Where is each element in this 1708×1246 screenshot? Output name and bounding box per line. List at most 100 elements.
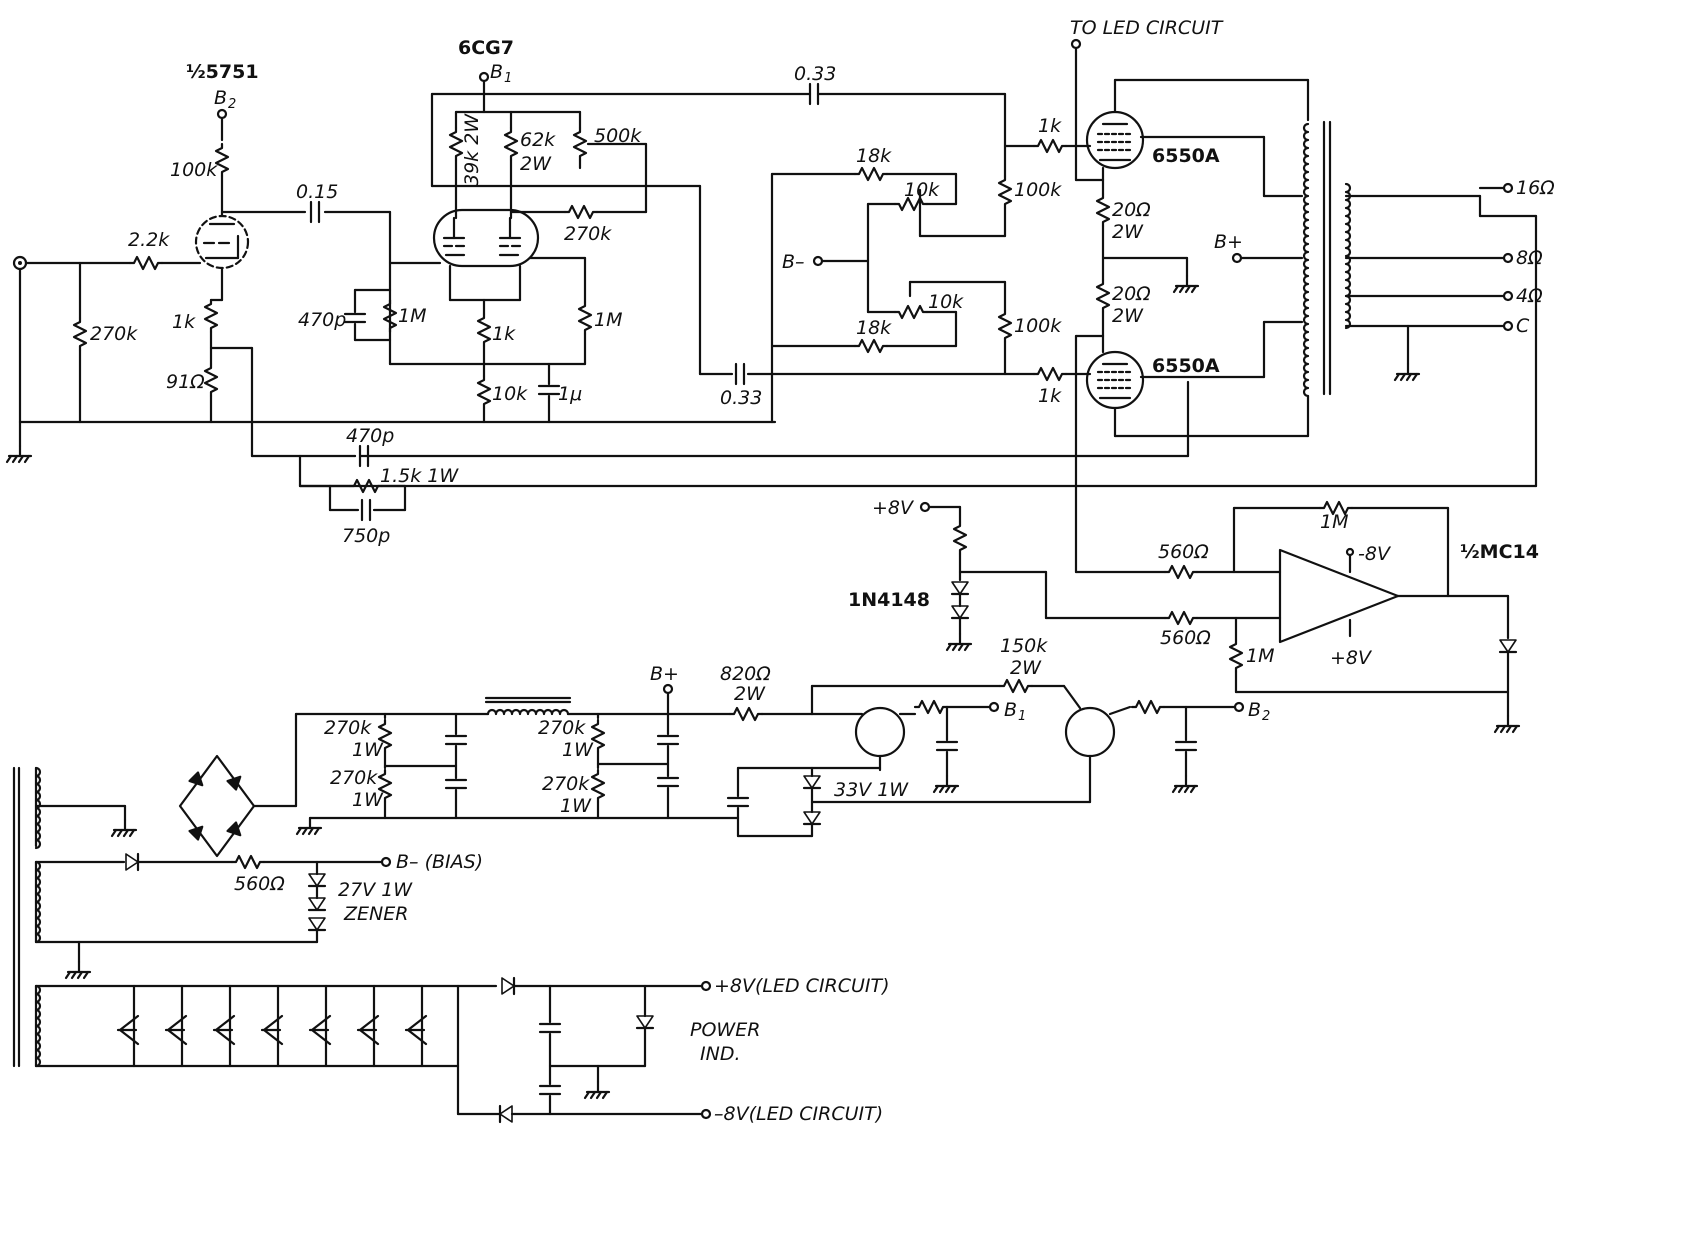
pot10k-a-label: 10k: [904, 179, 940, 201]
switch-5: [356, 1014, 380, 1046]
r100k-c-label: 100k: [1014, 315, 1062, 337]
r820-w-label: 2W: [734, 683, 766, 705]
switch-2: [212, 1014, 236, 1046]
r560-b-label: 560Ω: [1160, 627, 1211, 649]
z33-label: 33V 1W: [834, 779, 909, 801]
r1k-g2-label: 1k: [1038, 385, 1062, 407]
bridge-diode-2: [188, 825, 204, 841]
r20-b-label: 20Ω: [1112, 283, 1151, 305]
out-8-label: 8Ω: [1516, 247, 1543, 269]
driver-stage: [343, 71, 812, 424]
r100k-b-label: 100k: [1014, 179, 1062, 201]
r91-label: 91Ω: [166, 371, 205, 393]
c470p-fb-label: 470p: [346, 425, 394, 447]
r20-b-w-label: 2W: [1112, 305, 1144, 327]
choke-winding: [486, 708, 570, 716]
tube-6550a-bottom-label: 6550A: [1152, 355, 1220, 377]
c750p-label: 750p: [342, 525, 390, 547]
out-c-label: C: [1516, 315, 1530, 337]
to-led-label: TO LED CIRCUIT: [1070, 17, 1224, 39]
r1k-g1-label: 1k: [1038, 115, 1062, 137]
ps-r3w-label: 1W: [562, 739, 594, 761]
b1-out-sub: 1: [1018, 709, 1026, 724]
ps-r1w-label: 1W: [352, 739, 384, 761]
led-switch-bank: [116, 984, 428, 1068]
ps-winding-3: [34, 984, 42, 1068]
c033-bot-label: 0.33: [720, 387, 762, 409]
r1k-a-label: 1k: [172, 311, 196, 333]
b-plus-ps-label: B+: [650, 663, 679, 685]
ps-r4-label: 270k: [542, 773, 590, 795]
b2-label: B: [214, 87, 227, 109]
tube-5751-label: ½5751: [186, 61, 259, 83]
out-16-label: 16Ω: [1516, 177, 1555, 199]
r18k-a-label: 18k: [856, 145, 892, 167]
pot10k-b-label: 10k: [928, 291, 964, 313]
tube-6cg7-label: 6CG7: [458, 37, 514, 59]
r100k-a-label: 100k: [170, 159, 218, 181]
feedback-network: [298, 444, 407, 522]
tube-6550a-top-label: 6550A: [1152, 145, 1220, 167]
r22k-label: 2.2k: [128, 229, 170, 251]
diode-1n4148-label: 1N4148: [848, 589, 930, 611]
r1m-gnd-label: 1M: [1246, 645, 1274, 667]
r560-a-label: 560Ω: [1158, 541, 1209, 563]
power-supply: [12, 678, 1245, 1124]
output-stage: [298, 38, 1538, 574]
c033-top-label: 0.33: [794, 63, 836, 85]
ps-r1-label: 270k: [324, 717, 372, 739]
switch-0: [116, 1014, 140, 1046]
r1k-b-label: 1k: [492, 323, 516, 345]
r1m-fb-label: 1M: [1320, 511, 1348, 533]
r820-label: 820Ω: [720, 663, 771, 685]
ps-r4w-label: 1W: [560, 795, 592, 817]
r270k-b-label: 270k: [564, 223, 612, 245]
power-transformer: [34, 766, 42, 1068]
r20-a-label: 20Ω: [1112, 199, 1151, 221]
b-minus-label: B–: [782, 251, 805, 273]
ps-winding-1: [34, 766, 42, 850]
r39k-label: 39k 2W: [461, 113, 483, 186]
led-driver: [919, 500, 1521, 734]
b2-out-label: B: [1248, 699, 1261, 721]
ps-winding-2: [34, 860, 42, 944]
r18k-b-label: 18k: [856, 317, 892, 339]
switch-6: [404, 1014, 428, 1046]
led-minus-label: –8V(LED CIRCUIT): [714, 1103, 883, 1125]
r20-a-w-label: 2W: [1112, 221, 1144, 243]
opamp-label: ½MC14: [1460, 541, 1539, 563]
r62k-w-label: 2W: [520, 153, 552, 175]
opamp-plus8v-label: +8V: [1330, 647, 1373, 669]
r62k-label: 62k: [520, 129, 556, 151]
switch-3: [260, 1014, 284, 1046]
plus8v-label: +8V: [872, 497, 915, 519]
r10k-label: 10k: [492, 383, 528, 405]
out-4-label: 4Ω: [1516, 285, 1543, 307]
b1-sub: 1: [504, 71, 512, 86]
opamp-minus8v-label: -8V: [1358, 543, 1392, 565]
output-transformer: [1302, 122, 1352, 398]
power-ind-label-2: IND.: [700, 1043, 741, 1065]
led-plus-label: +8V(LED CIRCUIT): [714, 975, 890, 997]
ps-r2-label: 270k: [330, 767, 378, 789]
bridge-diode-3: [226, 821, 242, 837]
switch-4: [308, 1014, 332, 1046]
power-ind-label: POWER: [690, 1019, 760, 1041]
b1-label: B: [490, 61, 503, 83]
b1-out-label: B: [1004, 699, 1017, 721]
bias-label: B– (BIAS): [396, 851, 483, 873]
bridge-diode-1: [226, 775, 242, 791]
primary-winding: [1302, 122, 1310, 398]
r560-bias-label: 560Ω: [234, 873, 285, 895]
b-plus-out-label: B+: [1214, 231, 1243, 253]
ps-r2w-label: 1W: [352, 789, 384, 811]
secondary-winding: [1344, 182, 1352, 330]
c1u-label: 1μ: [558, 383, 582, 405]
r150k-w-label: 2W: [1010, 657, 1042, 679]
r1m-a-label: 1M: [398, 305, 426, 327]
c015-label: 0.15: [296, 181, 338, 203]
r150k-label: 150k: [1000, 635, 1048, 657]
b2-sub: 2: [228, 97, 236, 112]
r1m-b-label: 1M: [594, 309, 622, 331]
